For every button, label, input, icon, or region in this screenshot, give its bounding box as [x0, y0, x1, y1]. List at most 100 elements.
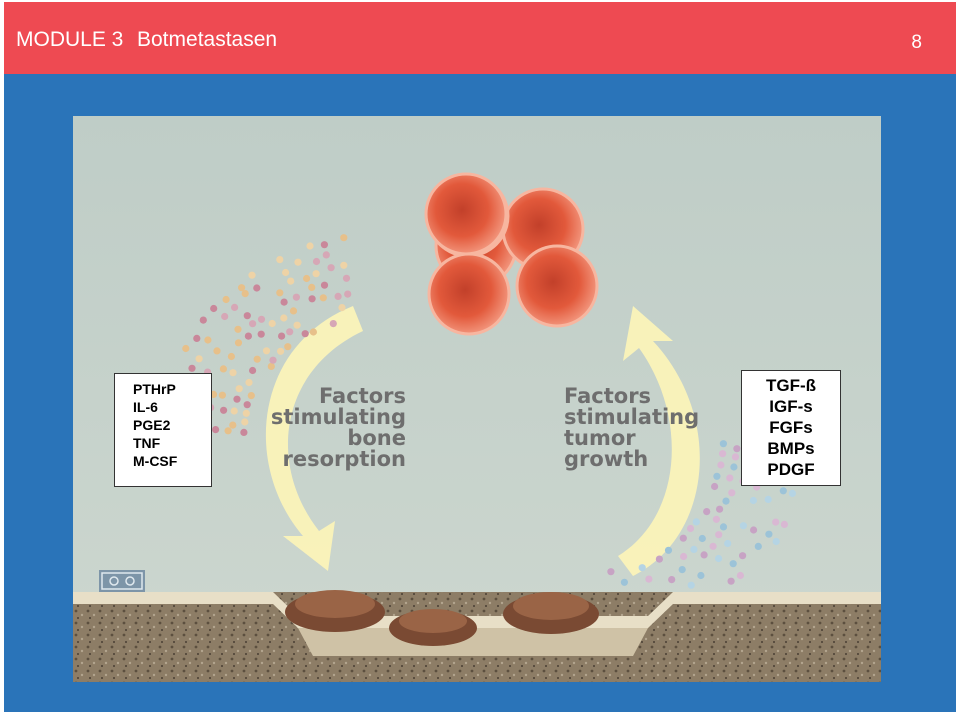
factor-dot — [230, 407, 238, 415]
factor-dot — [690, 545, 698, 553]
factor-dot — [716, 505, 724, 513]
resorption-factors-box: PTHrP IL-6 PGE2 TNF M-CSF — [114, 373, 212, 487]
factor-dot — [719, 450, 727, 458]
factor-dot — [222, 295, 230, 304]
left-caption: Factors stimulating bone resorption — [271, 384, 406, 471]
factor-item: M-CSF — [133, 453, 178, 469]
factor-dot — [306, 242, 314, 250]
bone-tissue — [73, 592, 881, 682]
factor-item: PDGF — [767, 460, 815, 479]
factor-dot — [287, 277, 295, 285]
page-number: 8 — [911, 32, 922, 53]
right-caption-line-1: Factors — [564, 384, 651, 408]
factor-dot — [687, 581, 695, 589]
factor-dot — [280, 314, 288, 322]
osteoclast-cells — [285, 590, 599, 646]
factor-dot — [727, 577, 735, 585]
right-caption-line-2: stimulating — [564, 405, 699, 429]
factor-dot — [244, 332, 252, 340]
factor-dot — [344, 290, 352, 298]
factor-dot — [780, 520, 789, 528]
factor-dot — [193, 334, 201, 342]
factor-item: FGFs — [769, 418, 813, 437]
factor-dot — [620, 578, 629, 586]
factor-dot — [240, 428, 248, 436]
factor-dot — [257, 330, 265, 338]
factor-dot — [645, 575, 653, 583]
factor-dot — [243, 312, 251, 320]
left-caption-line-4: resorption — [282, 447, 406, 471]
factor-dot — [764, 495, 772, 503]
factor-item: PGE2 — [133, 417, 171, 433]
factor-dot — [750, 526, 758, 534]
factor-dot — [715, 531, 723, 539]
factor-dot — [724, 539, 732, 548]
factor-dot — [698, 534, 706, 543]
factor-dot — [338, 304, 346, 312]
factor-dot — [319, 294, 327, 302]
factor-dot — [692, 518, 700, 526]
factor-dot — [703, 508, 711, 516]
factor-dot — [280, 298, 288, 306]
factor-dot — [731, 453, 740, 461]
factor-dot — [655, 555, 664, 563]
factor-item: IL-6 — [133, 399, 158, 415]
factor-dot — [289, 307, 298, 315]
factor-dot — [247, 392, 255, 400]
factor-dot — [195, 355, 203, 363]
factor-dot — [711, 482, 719, 491]
factor-dot — [253, 284, 261, 292]
factor-dot — [301, 330, 309, 338]
factor-dot — [719, 523, 728, 531]
factor-item: PTHrP — [133, 381, 176, 397]
factor-dot — [199, 316, 207, 324]
factor-dot — [729, 560, 737, 568]
factor-dot — [269, 356, 277, 364]
factor-dot — [686, 524, 695, 533]
factor-dot — [342, 274, 351, 282]
factor-dot — [182, 344, 190, 353]
factor-item: TGF-ß — [765, 376, 817, 395]
slide-title: Botmetastasen — [137, 28, 278, 51]
factor-dot — [249, 320, 257, 328]
left-curved-arrow — [265, 306, 363, 571]
factor-dot — [322, 251, 330, 259]
factor-dot — [268, 319, 276, 328]
factor-dot — [719, 440, 728, 448]
factor-dot — [253, 355, 261, 363]
factor-dot — [712, 515, 721, 523]
factor-dot — [303, 274, 311, 283]
publisher-logo — [99, 570, 145, 592]
factor-dot — [224, 427, 232, 435]
module-label: MODULE 3 — [16, 28, 124, 51]
factor-dot — [292, 293, 300, 301]
factor-dot — [220, 406, 228, 414]
factor-dot — [765, 530, 773, 538]
factor-dot — [697, 571, 705, 580]
left-caption-line-3: bone — [347, 426, 406, 450]
factor-dot — [754, 542, 762, 550]
factor-dot — [267, 362, 275, 370]
factor-dot — [739, 522, 748, 530]
factor-dot — [294, 258, 302, 266]
factor-dot — [229, 421, 237, 429]
factor-dot — [715, 554, 723, 563]
factor-dot — [668, 576, 676, 584]
factor-dot — [257, 315, 266, 323]
tumor-cells — [424, 172, 599, 336]
factor-dot — [219, 365, 227, 373]
factor-dot — [638, 564, 646, 572]
factor-dot — [736, 571, 745, 580]
factor-dot — [713, 472, 721, 480]
factor-item: BMPs — [767, 439, 815, 458]
factor-dot — [779, 487, 787, 495]
factor-dot — [327, 264, 335, 272]
factor-dot — [340, 261, 348, 269]
factor-dot — [245, 378, 253, 387]
factor-dot — [234, 325, 242, 333]
factor-dot — [788, 489, 797, 497]
factor-dot — [340, 234, 348, 242]
factor-dot — [329, 320, 337, 328]
factor-dot — [680, 552, 688, 561]
factor-dot — [320, 281, 329, 289]
